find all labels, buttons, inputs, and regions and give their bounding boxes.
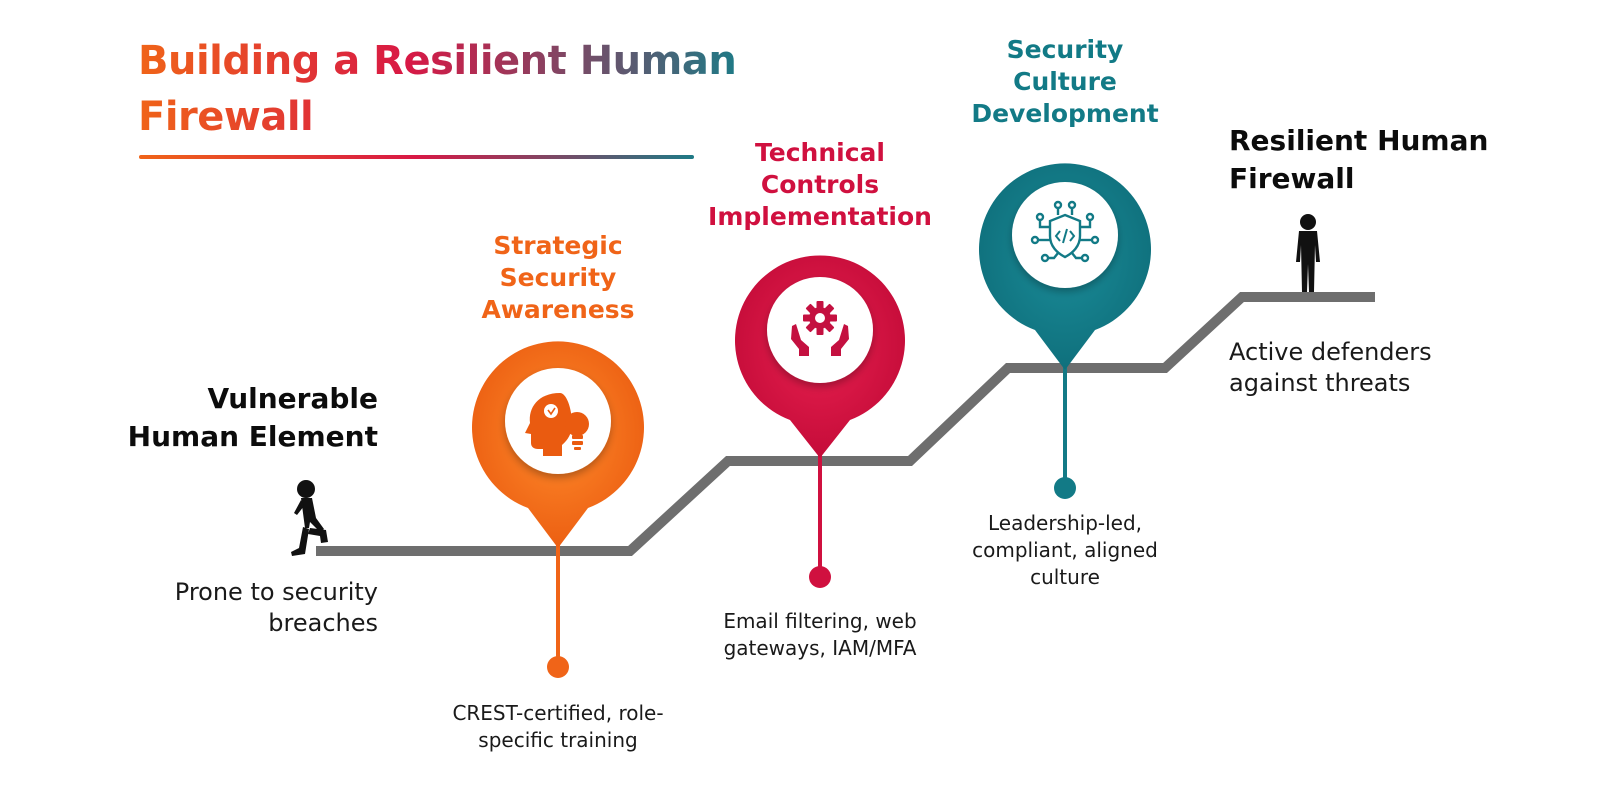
- hands-gear-icon: [791, 301, 849, 356]
- person-climbing-icon: [291, 480, 328, 556]
- stage-2-dot: [809, 566, 831, 588]
- stage-1-marker: [471, 341, 645, 678]
- start-title: Vulnerable Human Element: [127, 382, 378, 453]
- stage-2-description: Email filtering, web gateways, IAM/MFA: [723, 609, 917, 660]
- shield-circuit-icon: [1030, 200, 1100, 263]
- person-standing-icon: [1296, 214, 1320, 292]
- start-description: Prone to security breaches: [174, 578, 378, 637]
- end-description: Active defenders against threats: [1229, 338, 1432, 397]
- title-underline: [139, 155, 694, 159]
- stage-3-title: Security Culture Development: [971, 35, 1159, 128]
- stage-1-title: Strategic Security Awareness: [481, 231, 635, 324]
- page-title: Building a Resilient Human Firewall: [138, 33, 738, 145]
- stage-2-title: Technical Controls Implementation: [708, 138, 932, 231]
- end-title: Resilient Human Firewall: [1229, 124, 1489, 195]
- stage-1-dot: [547, 656, 569, 678]
- stage-1-description: CREST-certified, role-specific training: [452, 701, 664, 752]
- progress-stair-path: [316, 292, 1375, 556]
- stage-2-marker: [735, 255, 905, 588]
- stage-3-dot: [1054, 477, 1076, 499]
- stage-3-marker: [978, 163, 1151, 499]
- stage-3-description: Leadership-led, compliant, aligned cultu…: [972, 511, 1158, 589]
- head-lightbulb-icon: [525, 393, 589, 456]
